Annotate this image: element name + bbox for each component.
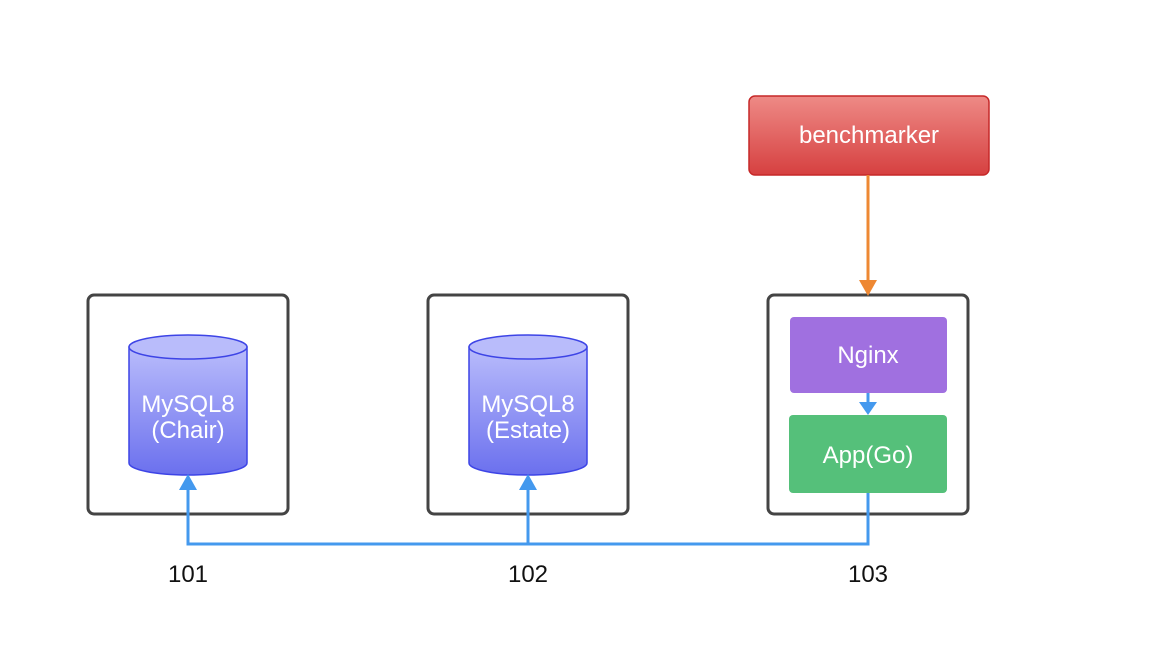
arrowhead-to-estate-db xyxy=(519,474,537,490)
server-label-103: 103 xyxy=(848,561,888,588)
server-label-102: 102 xyxy=(508,561,548,588)
server-label-101: 101 xyxy=(168,561,208,588)
app-go-node: App(Go) xyxy=(789,415,947,493)
db-schema-line: (Estate) xyxy=(486,417,570,444)
benchmarker-node: benchmarker xyxy=(748,95,990,176)
db-name-line: MySQL8 xyxy=(141,391,234,418)
arrowhead-to-chair-db xyxy=(179,474,197,490)
benchmarker-to-server-103-arrow xyxy=(859,175,877,296)
mysql-chair-database: MySQL8 (Chair) xyxy=(128,334,248,476)
nginx-to-app-arrow xyxy=(859,393,877,415)
mysql-estate-database: MySQL8 (Estate) xyxy=(468,334,588,476)
nginx-node: Nginx xyxy=(790,317,947,393)
db-schema-line: (Chair) xyxy=(151,417,224,444)
app-label: App(Go) xyxy=(823,442,914,469)
benchmarker-label: benchmarker xyxy=(799,122,939,149)
nginx-label: Nginx xyxy=(837,342,898,369)
app-to-databases-connector xyxy=(179,474,870,546)
db-name-line: MySQL8 xyxy=(481,391,574,418)
